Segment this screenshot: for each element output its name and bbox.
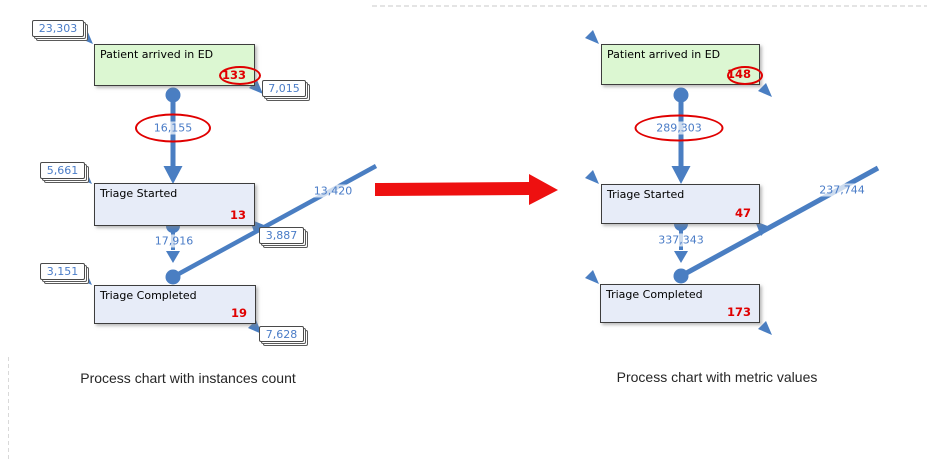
- count-highlight-ellipse: [219, 66, 261, 85]
- node-label: Triage Started: [607, 188, 685, 201]
- callout-out-of-completed: 7,628: [259, 326, 304, 342]
- callout-out-of-arrived: 7,015: [262, 80, 306, 97]
- callout-value: 3,151: [46, 265, 79, 278]
- transform-arrow-icon: [375, 174, 558, 205]
- arrowhead-into-started-right-icon: [585, 170, 599, 184]
- node-label: Triage Completed: [100, 289, 197, 302]
- node-patient-arrived-right: Patient arrived in ED 148: [601, 44, 763, 85]
- arrowhead-into-completed-left-icon: [78, 271, 92, 285]
- count-highlight-ellipse: [727, 66, 763, 85]
- edge-label-outflow-left: 13,420: [311, 184, 355, 198]
- node-label: Triage Completed: [606, 288, 703, 301]
- callout-into-completed: 3,151: [40, 263, 85, 280]
- callout-value: 7,015: [268, 82, 300, 95]
- callout-value: 7,628: [265, 328, 298, 341]
- callout-value: 23,303: [38, 22, 78, 35]
- diagonal-arrowhead-right-icon: [755, 221, 770, 236]
- node-triage-completed-right: Triage Completed 173: [600, 284, 760, 323]
- node-count: 13: [229, 208, 246, 222]
- callout-value: 5,661: [46, 164, 79, 177]
- node-count: 19: [230, 306, 247, 320]
- arrowhead-into-arrived-left-icon: [79, 30, 93, 44]
- callout-into-arrived: 23,303: [32, 20, 84, 37]
- arrowhead-out-of-arrived-left-icon: [249, 80, 263, 94]
- edge-label-started-to-completed-right: 337,343: [656, 233, 706, 247]
- node-count: 173: [726, 305, 751, 319]
- edge-arrowhead-left-icon: [163, 166, 183, 184]
- callout-into-started: 5,661: [40, 162, 85, 179]
- edge-label-arrived-to-started-left: 16,155: [151, 121, 195, 135]
- arrowhead-into-started-left-icon: [78, 170, 92, 184]
- node-triage-completed-left: Triage Completed 19: [94, 285, 256, 324]
- arrowhead-out-of-completed-left-icon: [248, 320, 262, 334]
- caption-instances-chart: Process chart with instances count: [80, 370, 296, 386]
- arrowhead-out-of-completed-right-icon: [758, 321, 772, 335]
- node-triage-started-left: Triage Started 13: [94, 183, 255, 226]
- edge-label-arrived-to-started-right: 289,303: [654, 121, 704, 135]
- node-label: Triage Started: [100, 187, 178, 200]
- edge-small-arrowhead-right-icon: [674, 251, 688, 263]
- arrowhead-into-arrived-right-icon: [585, 30, 599, 44]
- edge-small-arrowhead-left-icon: [166, 251, 180, 263]
- callout-value: 3,887: [265, 229, 298, 242]
- node-count: 47: [734, 206, 751, 220]
- node-triage-started-right: Triage Started 47: [601, 184, 760, 224]
- edge-label-outflow-right: 237,744: [817, 183, 867, 197]
- edge-label-started-to-completed-left: 17,916: [152, 234, 196, 248]
- callout-into-started-diagonal: 3,887: [259, 227, 304, 244]
- highlight-ellipse: [135, 113, 211, 143]
- edge-arrowhead-right-icon: [671, 166, 691, 184]
- highlight-ellipse: [634, 114, 724, 142]
- node-label: Patient arrived in ED: [100, 48, 214, 61]
- node-label: Patient arrived in ED: [607, 48, 721, 61]
- node-patient-arrived-left: Patient arrived in ED 133: [94, 44, 261, 86]
- arrowhead-into-completed-right-icon: [585, 270, 599, 284]
- arrowhead-out-of-arrived-right-icon: [758, 83, 772, 97]
- caption-metrics-chart: Process chart with metric values: [616, 369, 818, 385]
